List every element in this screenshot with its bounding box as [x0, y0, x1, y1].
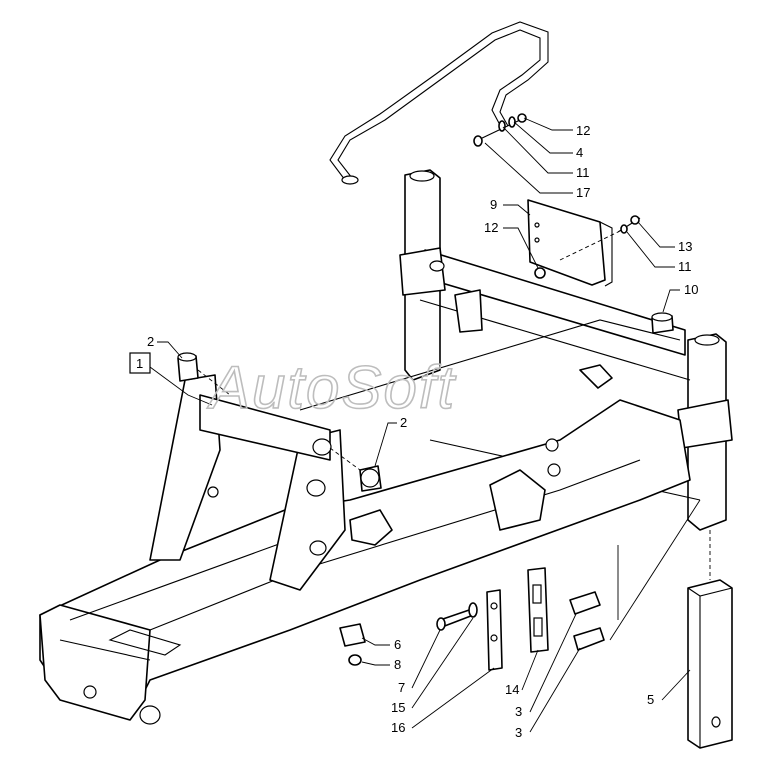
plate-16 [486, 589, 503, 671]
bushing-2-lower [329, 447, 382, 492]
plate-6 [339, 623, 366, 647]
plate-14 [527, 567, 549, 653]
pad-3-upper [569, 591, 601, 615]
callout-2: 2 [400, 415, 407, 430]
callout-8: 8 [394, 657, 401, 672]
main-frame [39, 289, 691, 725]
bolt-17 [473, 113, 527, 147]
callout-1: 1 [136, 356, 143, 371]
tube-5 [687, 530, 733, 749]
callout-7: 7 [398, 680, 405, 695]
bolt-7 [436, 602, 478, 631]
callout-2: 2 [147, 334, 154, 349]
rear-frame [399, 169, 733, 531]
callout-3: 3 [515, 704, 522, 719]
bushing-10 [651, 312, 674, 334]
pad-3-lower [573, 627, 605, 651]
callout-14: 14 [505, 682, 519, 697]
callout-12: 12 [576, 123, 590, 138]
callout-5: 5 [647, 692, 654, 707]
watermark-text: AutoSoft [207, 354, 456, 421]
callout-4: 4 [576, 145, 583, 160]
bushing-2-upper [177, 352, 231, 396]
callout-13: 13 [678, 239, 692, 254]
callout-9: 9 [490, 197, 497, 212]
callout-12: 12 [484, 220, 498, 235]
bolt-8 [348, 654, 362, 666]
callout-labels: 12 4 11 17 9 12 13 11 10 2 1 2 6 8 7 15 … [136, 123, 698, 740]
callout-box-1 [129, 352, 151, 374]
callout-11: 11 [576, 165, 590, 180]
grab-handle [329, 21, 549, 185]
callout-15: 15 [391, 700, 405, 715]
nut-12b [534, 267, 546, 279]
callout-11: 11 [678, 259, 692, 274]
leader-lines [149, 117, 701, 733]
callout-10: 10 [684, 282, 698, 297]
bolt-13 [617, 215, 641, 234]
callout-6: 6 [394, 637, 401, 652]
callout-17: 17 [576, 185, 590, 200]
callout-3: 3 [515, 725, 522, 740]
callout-16: 16 [391, 720, 405, 735]
